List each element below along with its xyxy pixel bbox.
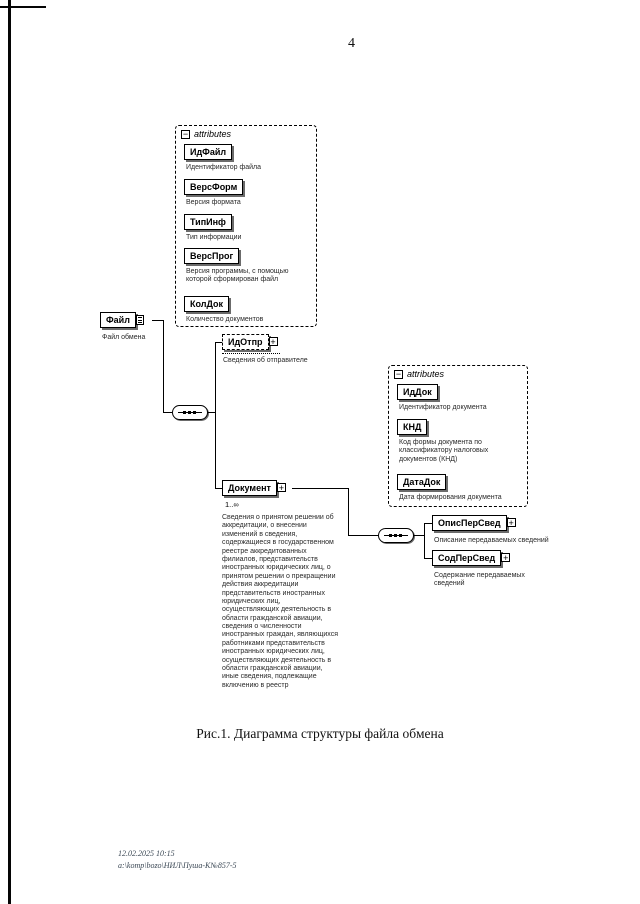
attributes-block-document: − attributes ИдДок Идентификатор докумен… xyxy=(388,365,528,507)
connector-line xyxy=(414,535,424,536)
node-file-label: Файл xyxy=(106,315,130,325)
node-document: Документ + xyxy=(222,480,286,496)
content-model-icon xyxy=(135,315,144,325)
connector-line xyxy=(348,488,349,536)
connector-line xyxy=(215,342,216,488)
node-idotpr-label: ИдОтпр xyxy=(228,337,263,347)
sequence-glyph xyxy=(384,534,408,537)
sequence-icon xyxy=(378,528,414,543)
expand-plus-icon: + xyxy=(501,553,511,563)
connector-line xyxy=(348,535,378,536)
node-opispersved-label: ОписПерСвед xyxy=(438,518,501,528)
node-koldok: КолДок xyxy=(184,296,230,312)
node-file-caption: Файл обмена xyxy=(102,334,146,341)
connector-line xyxy=(215,342,222,343)
page-number: 4 xyxy=(348,36,355,51)
scan-artifact-left-line xyxy=(8,0,11,904)
node-document-multiplicity: 1..∞ xyxy=(225,500,239,509)
node-opispersved: ОписПерСвед + xyxy=(432,515,516,531)
node-file: Файл xyxy=(100,312,144,328)
node-datadok: ДатаДок xyxy=(397,474,447,490)
node-datadok-caption: Дата формирования документа xyxy=(399,494,502,501)
node-versform: ВерсФорм xyxy=(184,179,244,195)
node-knd: КНД xyxy=(397,419,428,435)
scan-artifact-top-line xyxy=(0,6,46,8)
node-document-label: Документ xyxy=(228,483,271,493)
attributes-header: − attributes xyxy=(181,129,231,139)
node-tipinf-caption: Тип информации xyxy=(186,234,242,241)
node-idotpr-caption: Сведения об отправителе xyxy=(223,357,308,364)
node-koldok-caption: Количество документов xyxy=(186,316,264,323)
collapse-icon: − xyxy=(181,128,190,139)
footer-timestamp: 12.02.2025 10:15 xyxy=(118,849,175,858)
node-versprog-caption: Версия программы, с помощью которой сфор… xyxy=(186,268,289,284)
node-knd-caption: Код формы документа по классификатору на… xyxy=(399,439,489,463)
node-versprog: ВерсПрог xyxy=(184,248,240,264)
connector-line xyxy=(424,523,425,558)
attributes-title: attributes xyxy=(407,369,445,379)
footer-filepath: a:\komp\bozo\НИЛ\Пуша-К№857-5 xyxy=(118,860,237,870)
connector-line xyxy=(292,488,348,489)
connector-line xyxy=(424,523,432,524)
connector-line xyxy=(424,558,432,559)
node-idfile-caption: Идентификатор файла xyxy=(186,164,262,171)
collapse-icon: − xyxy=(394,368,403,379)
node-iddok-caption: Идентификатор документа xyxy=(399,404,487,411)
node-iddok: ИдДок xyxy=(397,384,438,400)
node-idfile: ИдФайл xyxy=(184,144,233,160)
expand-plus-icon: + xyxy=(506,518,516,528)
connector-line xyxy=(215,488,222,489)
sequence-glyph xyxy=(178,411,202,414)
node-sodpersved: СодПерСвед + xyxy=(432,550,511,566)
footer: 12.02.2025 10:15 a:\komp\bozo\НИЛ\Пуша-К… xyxy=(118,848,237,871)
node-idotpr: ИдОтпр + xyxy=(222,334,278,350)
connector-line xyxy=(208,412,215,413)
figure-caption: Рис.1. Диаграмма структуры файла обмена xyxy=(196,726,444,741)
node-sodpersved-label: СодПерСвед xyxy=(438,553,496,563)
node-tipinf: ТипИнф xyxy=(184,214,232,230)
expand-plus-icon: + xyxy=(268,337,278,347)
node-versform-caption: Версия формата xyxy=(186,199,241,206)
node-document-caption: Сведения о принятом решении об аккредита… xyxy=(222,514,338,689)
optional-indicator-line xyxy=(222,353,280,354)
attributes-title: attributes xyxy=(194,129,232,139)
attributes-header: − attributes xyxy=(394,369,444,379)
connector-line xyxy=(163,412,172,413)
sequence-icon xyxy=(172,405,208,420)
attributes-block-file: − attributes ИдФайл Идентификатор файла … xyxy=(175,125,317,327)
node-opispersved-caption: Описание передаваемых сведений xyxy=(434,537,549,544)
expand-plus-icon: + xyxy=(276,483,286,493)
connector-line xyxy=(163,320,164,413)
node-sodpersved-caption: Содержание передаваемых сведений xyxy=(434,572,525,588)
connector-line xyxy=(152,320,163,321)
